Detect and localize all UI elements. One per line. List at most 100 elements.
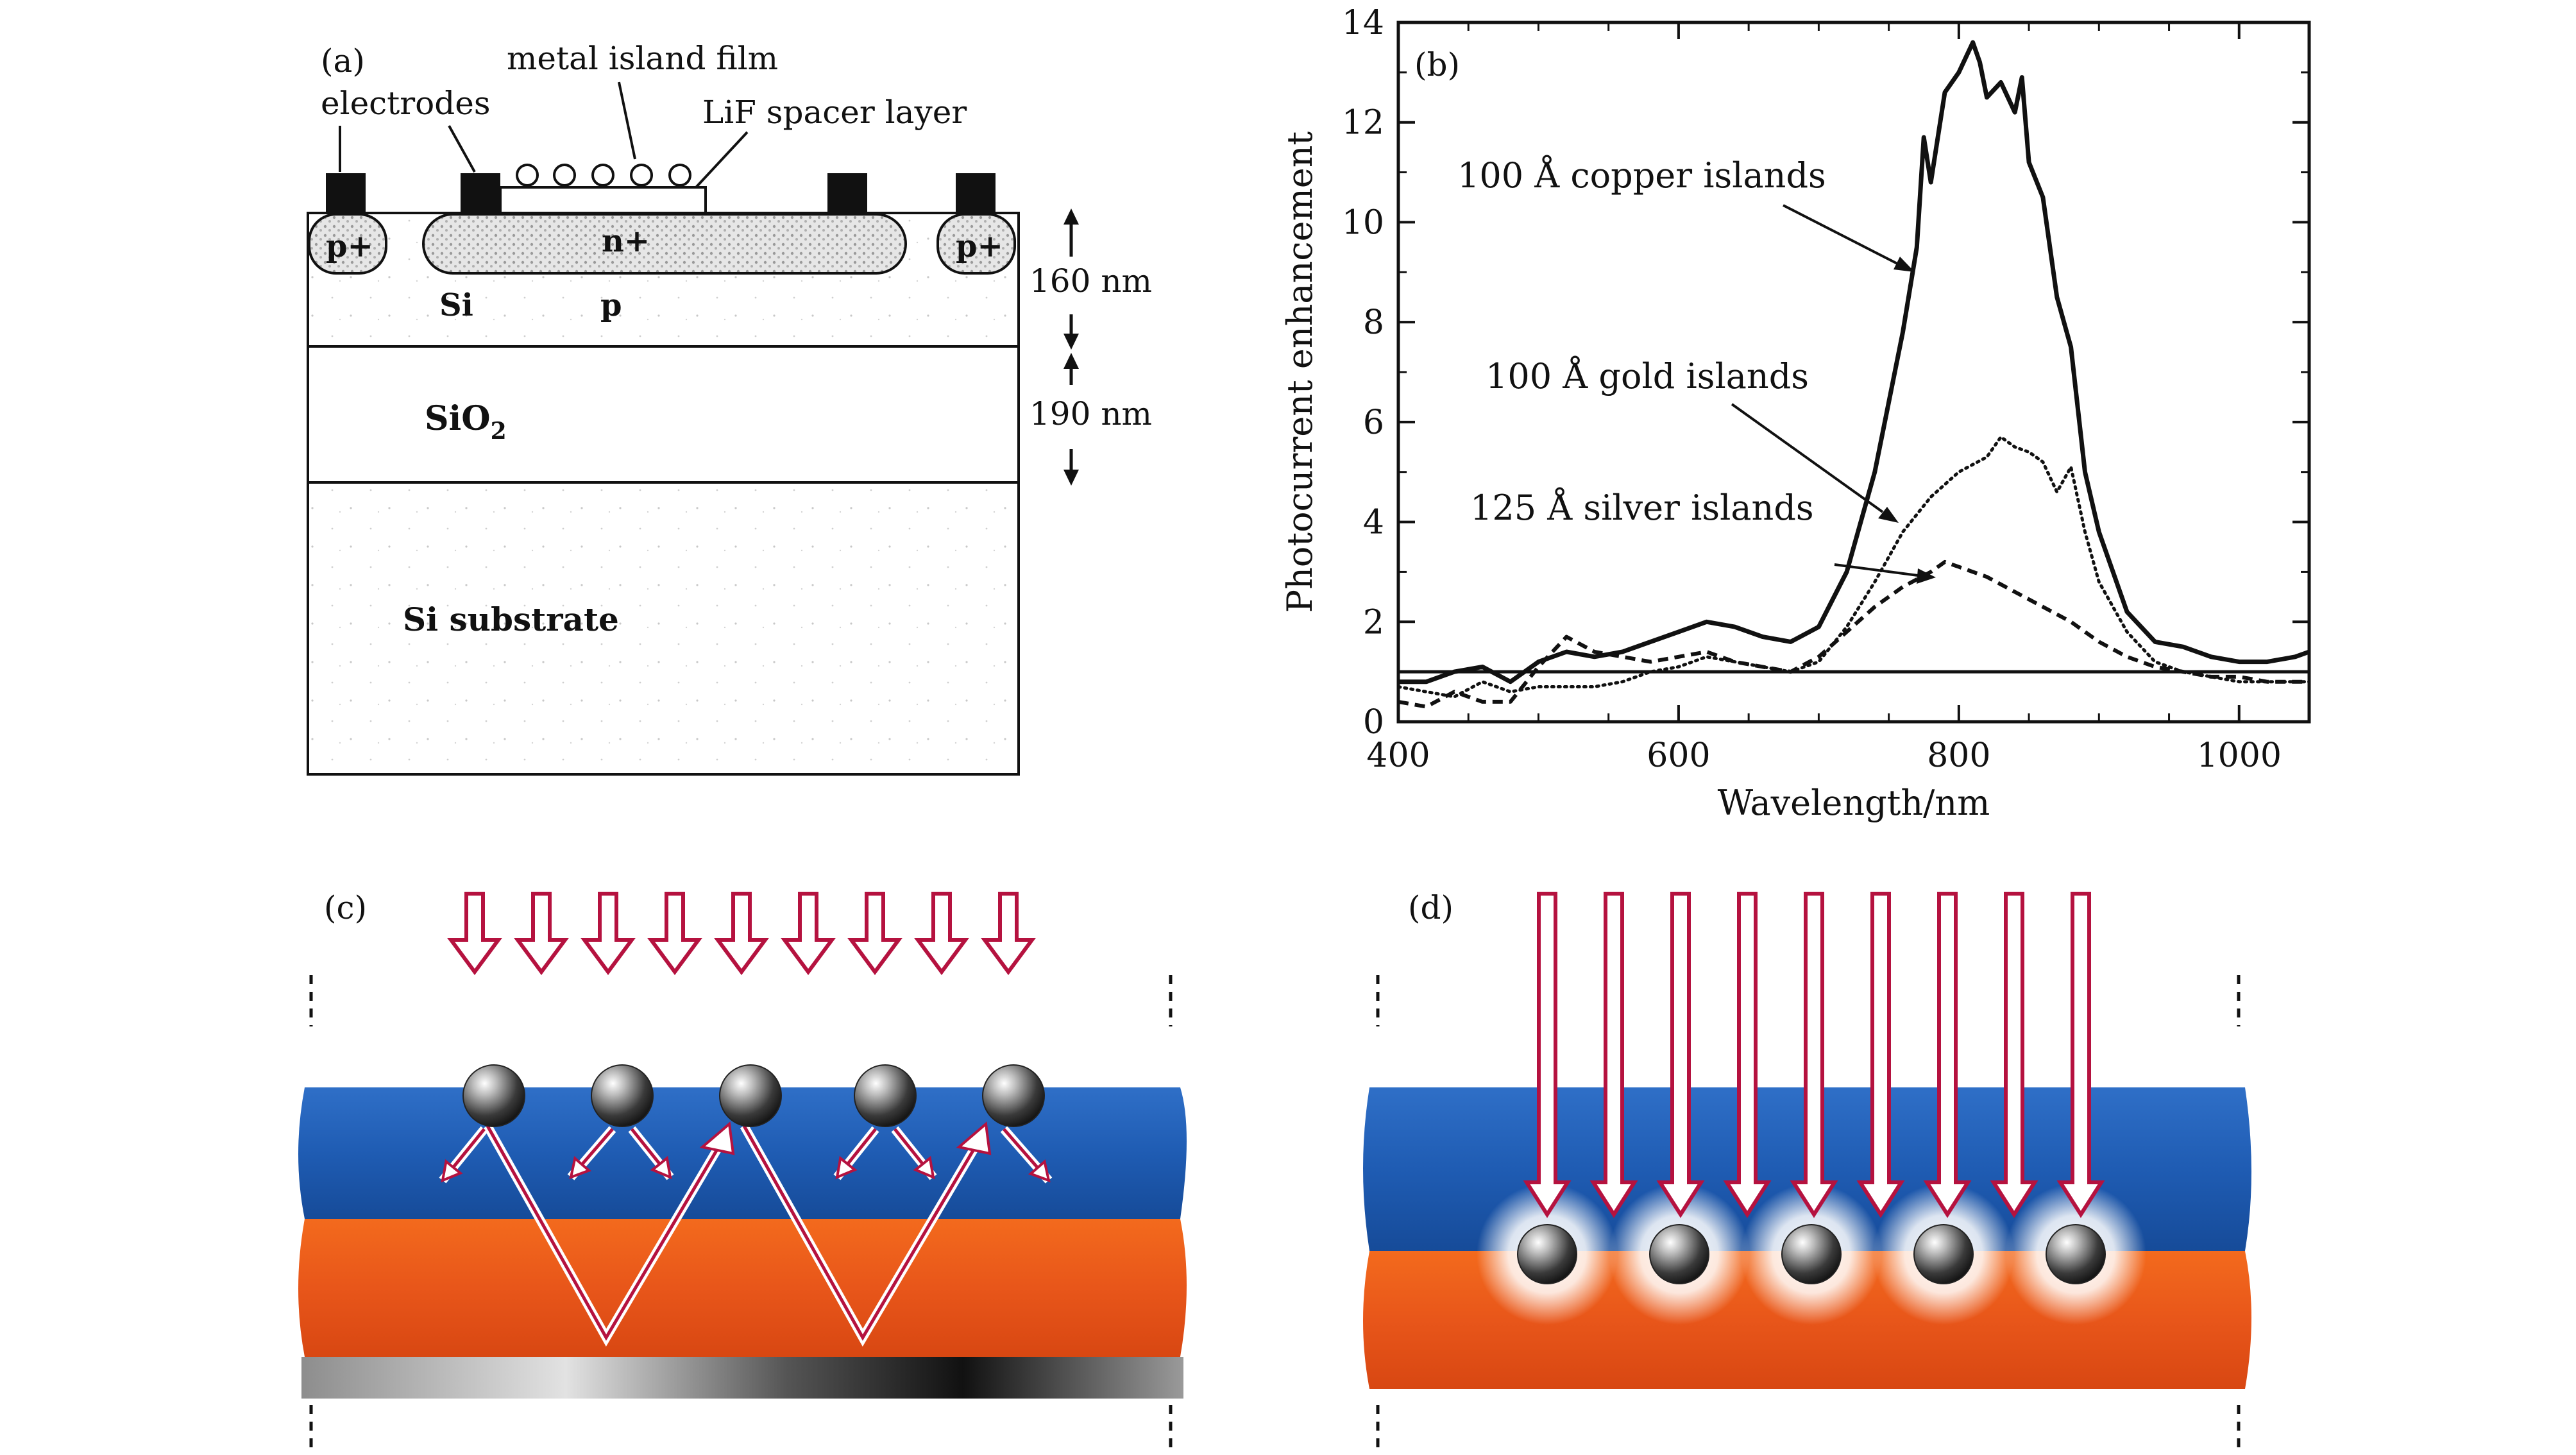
- y-tick-label: 6: [1363, 404, 1384, 442]
- y-axis-label: Photocurrent enhancement: [1280, 132, 1320, 613]
- panel-d-label: (d): [1408, 889, 1453, 926]
- incident-arrow: [447, 892, 502, 976]
- nanoparticle: [982, 1064, 1045, 1127]
- n-plus-region: [422, 213, 907, 275]
- reflected-arrow-head: [956, 1121, 992, 1155]
- series-dashed: [1398, 559, 2309, 709]
- island-1: [516, 164, 539, 187]
- incident-arrow: [514, 892, 569, 976]
- electrodes-leader-2: [448, 125, 476, 173]
- lif-spacer: [499, 186, 707, 214]
- y-tick-label: 8: [1363, 303, 1384, 342]
- p-plus-left-region: [308, 213, 387, 275]
- island-3: [591, 164, 614, 187]
- panel-a: (a) electrodes metal island film LiF spa…: [307, 40, 1152, 776]
- p-label: p: [600, 287, 622, 323]
- scatter-arrows-c: [439, 1121, 1053, 1184]
- panel-c: (c): [298, 889, 1187, 1455]
- y-tick-label: 14: [1342, 4, 1384, 42]
- nanoparticle: [1913, 1224, 1974, 1284]
- x-tick-label: 600: [1647, 736, 1710, 775]
- nanoparticles-d: [1517, 1224, 2106, 1284]
- island-5: [668, 164, 691, 187]
- x-axis-label: Wavelength/nm: [1718, 783, 1990, 823]
- spacer-label: LiF spacer layer: [702, 94, 967, 131]
- nanoparticle: [2046, 1224, 2106, 1284]
- p-plus-right-region: [936, 213, 1016, 275]
- scatter-arrow-head: [1028, 1159, 1051, 1183]
- incident-arrow: [2056, 892, 2105, 1218]
- nanoparticle: [1649, 1224, 1709, 1284]
- y-tick-label: 2: [1363, 603, 1384, 642]
- scattered-light-c-core: [486, 1125, 980, 1341]
- substrate-label: Si substrate: [403, 600, 619, 638]
- x-tick-label: 800: [1927, 736, 1990, 775]
- incident-arrow: [1990, 892, 2038, 1218]
- y-tick-label: 12: [1342, 104, 1384, 142]
- annotation-arrows: [1731, 204, 1936, 584]
- gold-annotation: 100 Å gold islands: [1486, 355, 1809, 396]
- p-plus-right-label: p+: [956, 228, 1003, 264]
- dimension-arrows: [1063, 208, 1079, 486]
- orange-layer-c: [298, 1219, 1187, 1357]
- island-2: [553, 164, 576, 187]
- dim-160-label: 160 nm: [1030, 262, 1152, 300]
- panel-a-label: (a): [321, 42, 365, 80]
- electrode-2: [461, 173, 500, 213]
- incident-arrow: [1923, 892, 1972, 1218]
- incident-arrow: [1589, 892, 1638, 1218]
- nanoparticle: [1517, 1224, 1577, 1284]
- electrode-1: [326, 173, 366, 213]
- scatter-arrow-head: [441, 1159, 463, 1183]
- x-tick-label: 1000: [2197, 736, 2282, 775]
- nanoparticle: [854, 1064, 917, 1127]
- scatter-arrow-head: [913, 1155, 935, 1180]
- panel-d: (d): [1363, 889, 2251, 1455]
- si-label: Si: [439, 287, 473, 323]
- metal-island-label: metal island film: [507, 40, 778, 77]
- nanoparticle: [462, 1064, 525, 1127]
- incident-arrow: [714, 892, 769, 976]
- y-tick-label: 4: [1363, 504, 1384, 542]
- incident-arrows-d: [1523, 892, 2105, 1218]
- nanoparticle: [591, 1064, 654, 1127]
- incident-arrows-c: [447, 892, 1036, 976]
- sio2-layer: [307, 345, 1020, 484]
- electrodes-label: electrodes: [321, 85, 491, 122]
- island-4: [630, 164, 653, 187]
- incident-arrow: [781, 892, 836, 976]
- p-plus-left-label: p+: [326, 228, 373, 264]
- silver-annotation: 125 Å silver islands: [1470, 486, 1814, 528]
- series-solid-bold: [1398, 40, 2310, 685]
- panel-b-label: (b): [1414, 46, 1460, 83]
- sio2-label: SiO2: [425, 399, 507, 445]
- copper-annotation: 100 Å copper islands: [1457, 154, 1826, 196]
- series-dotted: [1396, 435, 2311, 699]
- y-tick-label: 0: [1363, 703, 1384, 742]
- spacer-leader: [695, 131, 749, 189]
- nanoparticle: [719, 1064, 782, 1127]
- axis-ticks: [1397, 21, 2310, 723]
- x-tick-label: 400: [1366, 736, 1430, 775]
- nanoparticle: [1781, 1224, 1842, 1284]
- incident-arrow: [647, 892, 702, 976]
- scatter-arrow-head: [835, 1155, 858, 1180]
- panel-c-label: (c): [324, 889, 367, 926]
- electrode-4: [956, 173, 996, 213]
- metal-reflector-c: [301, 1357, 1183, 1399]
- reflected-arrow-head: [699, 1121, 735, 1155]
- incident-arrow: [1856, 892, 1905, 1218]
- incident-arrow: [1656, 892, 1705, 1218]
- incident-arrow: [847, 892, 902, 976]
- series-layer: [1396, 40, 2311, 709]
- incident-arrow: [580, 892, 636, 976]
- scatter-arrow-head: [650, 1155, 672, 1180]
- incident-arrow: [1723, 892, 1772, 1218]
- scatter-arrow-head: [569, 1155, 591, 1180]
- n-plus-label: n+: [602, 223, 650, 259]
- electrode-3: [827, 173, 867, 213]
- nanoparticles-c: [462, 1064, 1045, 1127]
